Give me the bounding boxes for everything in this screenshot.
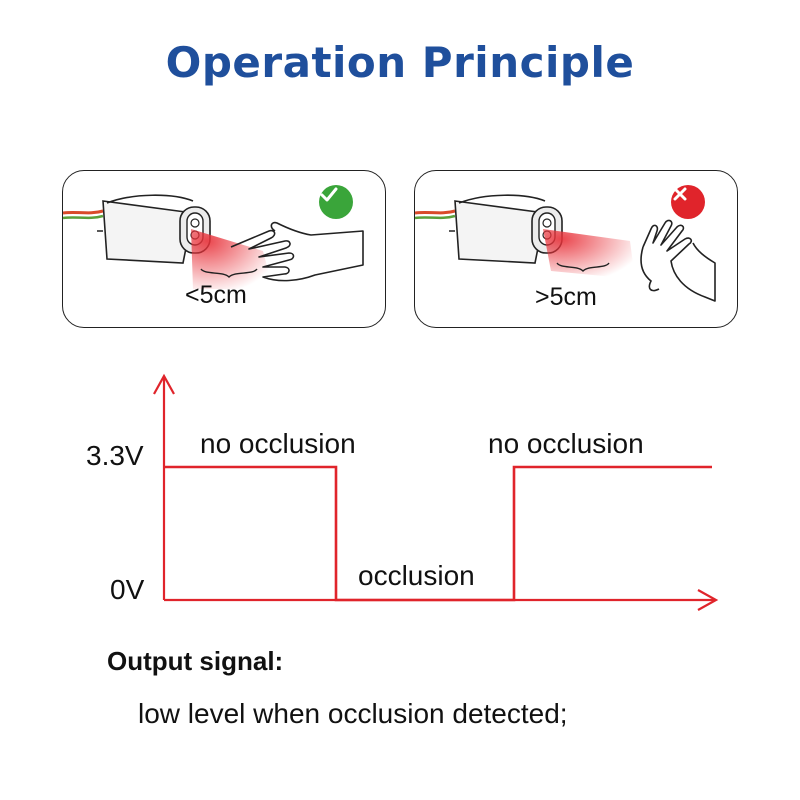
page-title: Operation Principle (165, 38, 635, 87)
distance-label: <5cm (185, 281, 247, 309)
low-level-label: 0V (110, 574, 145, 605)
panel-near-detection: <5cm (62, 170, 386, 328)
cross-icon (673, 187, 687, 201)
segment-label-occlusion: occlusion (358, 560, 475, 591)
sensor-near-illustration (63, 194, 364, 289)
sensor-far-illustration (415, 194, 716, 302)
high-level-label: 3.3V (86, 440, 144, 471)
status-badge (319, 185, 353, 219)
segment-label-no-occlusion: no occlusion (200, 428, 356, 459)
check-icon (320, 187, 338, 202)
distance-label: >5cm (535, 283, 597, 311)
x-axis-arrow (697, 589, 719, 611)
output-signal-description: low level when occlusion detected; (138, 698, 568, 729)
status-badge (671, 185, 705, 219)
output-signal-title: Output signal: (107, 646, 284, 676)
y-axis-arrow (153, 373, 175, 395)
segment-label-no-occlusion: no occlusion (488, 428, 644, 459)
signal-waveform (164, 465, 712, 602)
panel-far-no-detection: >5cm (414, 170, 738, 328)
